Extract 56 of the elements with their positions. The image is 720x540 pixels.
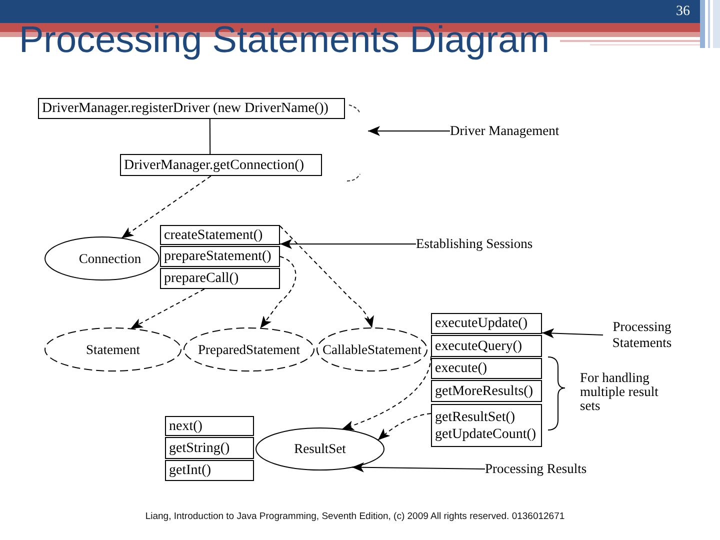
arrow	[542, 328, 604, 338]
dashed-arrow	[378, 413, 432, 441]
arrow	[280, 239, 416, 249]
method-box	[160, 225, 280, 245]
class-name: ResultSet	[294, 441, 346, 457]
method-name: getResultSet()	[435, 408, 516, 426]
method-name: prepareCall()	[164, 270, 239, 287]
annotation-text: Driver Management	[450, 123, 560, 139]
method-name: createStatement()	[164, 226, 263, 244]
method-name: prepareStatement()	[164, 248, 272, 265]
arrow	[352, 462, 486, 472]
dashed-ellipse	[316, 327, 428, 372]
annotation-text: Processing Results	[485, 461, 587, 477]
note-text: For handling multiple result sets	[580, 371, 660, 413]
method-box	[431, 335, 542, 357]
method-name: execute()	[435, 360, 488, 377]
method-box	[38, 98, 345, 119]
method-box	[165, 437, 254, 459]
dashed-arrow	[280, 226, 374, 328]
class-ellipse	[255, 427, 385, 471]
connector-line	[209, 118, 211, 154]
method-name: getInt()	[169, 462, 211, 479]
arrow	[368, 126, 450, 136]
method-box	[431, 404, 542, 447]
method-box	[165, 416, 254, 436]
dashed-ellipse	[44, 327, 182, 372]
class-ellipse	[44, 236, 160, 281]
dashed-ellipse	[183, 327, 315, 372]
method-name: getString()	[169, 440, 230, 456]
annotation-text: Establishing Sessions	[416, 236, 533, 252]
class-name: CallableStatement	[322, 342, 422, 358]
dashed-arrow	[121, 176, 212, 239]
method-box	[160, 268, 280, 289]
page-number: 36	[676, 4, 690, 20]
method-name: executeQuery()	[435, 338, 522, 354]
method-box	[165, 460, 254, 481]
caption-text: Liang, Introduction to Java Programming, Seventh Edition, (c) 2009 All rights reserved. 0136012671	[144, 510, 566, 523]
method-box	[431, 358, 542, 379]
method-box	[431, 380, 542, 402]
annotation-text: Processing Statements	[603, 319, 681, 351]
class-name: Connection	[78, 250, 142, 266]
method-box	[120, 154, 322, 176]
dashed-arrow	[130, 288, 205, 330]
method-box	[160, 246, 280, 267]
method-name: getMoreResults()	[435, 382, 533, 400]
method-box	[431, 313, 542, 334]
dashed-arrow	[260, 256, 296, 329]
method-name: next()	[169, 418, 202, 434]
slide-title: Processing Statements Diagram	[19, 19, 550, 61]
method-name: executeUpdate()	[435, 315, 528, 332]
dashed-arrow	[341, 356, 432, 430]
method-name: getUpdateCount()	[435, 426, 536, 442]
method-name: DriverManager.getConnection()	[124, 156, 304, 174]
method-name: DriverManager.registerDriver (new DriverName())	[42, 100, 328, 117]
class-name: Statement	[86, 342, 140, 358]
class-name: PreparedStatement	[198, 342, 300, 358]
